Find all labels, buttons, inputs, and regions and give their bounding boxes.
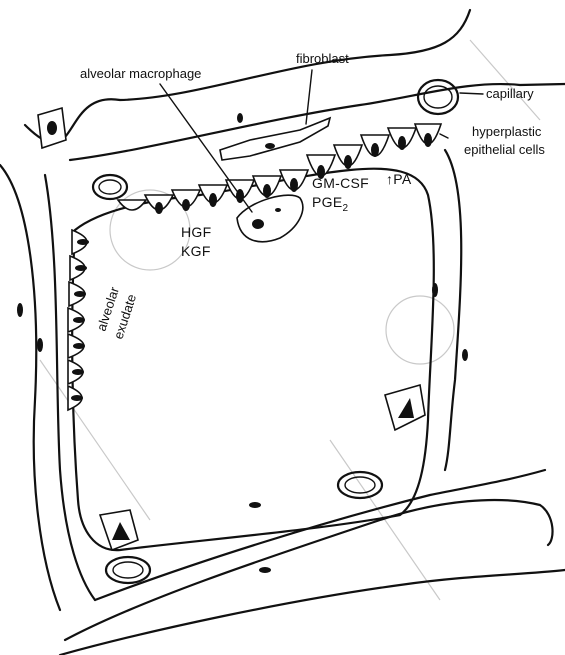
label-alveolar-macrophage: alveolar macrophage [80,66,201,81]
capillaries [93,80,458,583]
interstitium-outlines [0,10,565,655]
label-pa: ↑PA [386,171,412,187]
epithelial-cells-left [68,230,89,410]
alveolar-macrophage-cell [237,195,303,242]
label-hyperplastic: hyperplastic [472,124,542,139]
label-capillary: capillary [486,86,534,101]
label-gm-csf: GM-CSF [312,175,369,191]
fibroblast-cell [220,118,330,160]
capillary-left [93,175,127,199]
label-pge2: PGE2 [312,194,348,214]
label-epithelial-cells: epithelial cells [464,142,545,157]
label-fibroblast: fibroblast [296,51,349,66]
label-hgf: HGF [181,224,211,240]
label-kgf: KGF [181,243,211,259]
